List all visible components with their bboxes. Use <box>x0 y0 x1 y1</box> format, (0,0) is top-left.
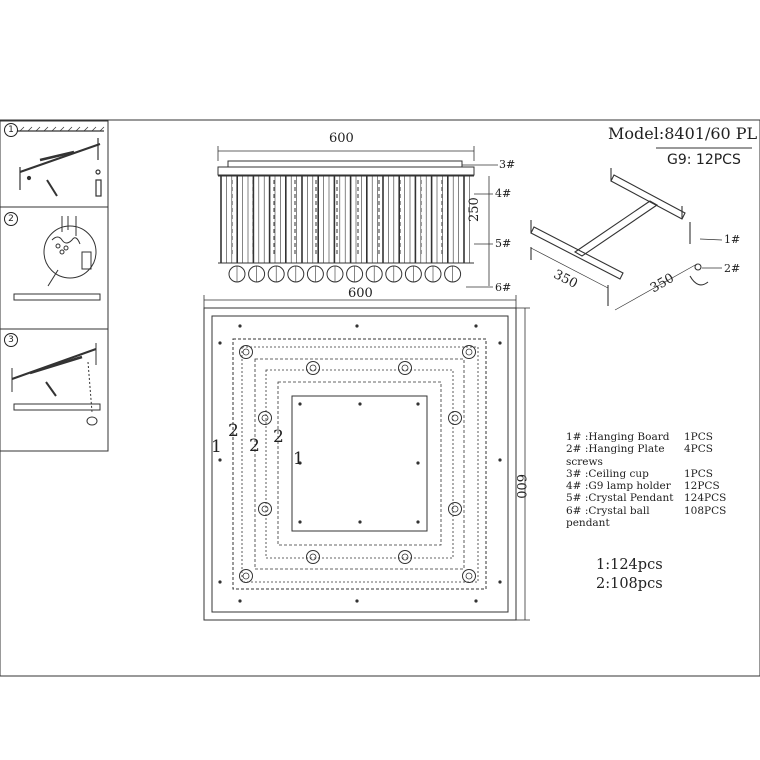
step-3-badge: 3 <box>4 333 18 347</box>
step-1-illustration <box>17 126 105 197</box>
front-elevation <box>217 160 475 283</box>
ring-label-2-b: 2 <box>249 436 260 456</box>
lamp-holder <box>448 411 462 425</box>
count-type-1: 1:124pcs <box>596 557 663 573</box>
plan-dimensions <box>203 295 530 621</box>
part-name: 2# :Hanging Plate screws <box>566 443 665 468</box>
part-qty: 12PCS <box>684 480 720 493</box>
mounting-hole <box>498 458 502 462</box>
part-qty: 4PCS <box>684 443 713 456</box>
front-dimensions <box>217 146 498 288</box>
mounting-hole <box>416 461 420 465</box>
part-name: 5# :Crystal Pendant <box>566 492 674 505</box>
step-3-illustration <box>11 343 101 426</box>
part-qty: 1PCS <box>684 467 713 480</box>
parts-row: 1# :Hanging Board 1PCS <box>566 431 744 443</box>
mounting-hole <box>298 520 302 524</box>
mounting-hole <box>298 461 302 465</box>
part-name: 6# :Crystal ball pendant <box>566 504 650 530</box>
mounting-hole <box>298 402 302 406</box>
mounting-hole <box>218 341 222 345</box>
mounting-hole <box>358 520 362 524</box>
front-height-label: 250 <box>467 197 482 222</box>
parts-row: 4# :G9 lamp holder 12PCS <box>566 480 744 492</box>
mounting-hole <box>238 599 242 603</box>
parts-row: 3# :Ceiling cup 1PCS <box>566 468 744 480</box>
parts-row: 2# :Hanging Plate screws 4PCS <box>566 443 744 468</box>
mounting-hole <box>355 599 359 603</box>
part-name: 3# :Ceiling cup <box>566 467 649 480</box>
part-qty: 1PCS <box>684 431 713 443</box>
mounting-hole <box>498 580 502 584</box>
mounting-hole <box>498 341 502 345</box>
part-qty: 124PCS <box>684 492 727 505</box>
step-2-badge: 2 <box>4 212 18 226</box>
lamp-holder <box>448 502 462 516</box>
mounting-hole <box>238 324 242 328</box>
mounting-hole <box>218 458 222 462</box>
count-type-2: 2:108pcs <box>596 576 663 592</box>
pendant-counts: 1:124pcs 2:108pcs <box>596 556 663 594</box>
plan-width-label: 600 <box>348 286 373 301</box>
callout-4: 4# <box>495 187 512 200</box>
lamp-holder <box>239 569 253 583</box>
lamp-holder <box>258 502 272 516</box>
model-title: Model:8401/60 PL <box>608 124 758 143</box>
callout-5: 5# <box>495 237 512 250</box>
mounting-hole <box>474 599 478 603</box>
ring-label-1-outer: 1 <box>211 437 222 457</box>
parts-list: 1# :Hanging Board 1PCS 2# :Hanging Plate … <box>566 431 744 529</box>
mounting-hole <box>416 520 420 524</box>
ring-label-1-inner: 1 <box>293 449 304 469</box>
step-1-badge: 1 <box>4 123 18 137</box>
mounting-hole <box>218 580 222 584</box>
callout-1: 1# <box>724 233 741 246</box>
bulb-spec: G9: 12PCS <box>667 152 741 168</box>
mounting-hole <box>358 402 362 406</box>
lamp-holder <box>462 345 476 359</box>
mounting-hole <box>474 324 478 328</box>
lamp-holder <box>398 361 412 375</box>
parts-row: 5# :Crystal Pendant 124PCS <box>566 492 744 504</box>
installation-steps-panel <box>0 120 109 452</box>
callout-2: 2# <box>724 262 741 275</box>
step-2-illustration <box>13 216 101 301</box>
mounting-hole <box>355 324 359 328</box>
plan-depth-label: 600 <box>513 474 528 499</box>
lamp-holder <box>462 569 476 583</box>
callout-6: 6# <box>495 281 512 294</box>
ring-label-2-a: 2 <box>228 421 239 441</box>
part-qty: 108PCS <box>684 504 727 517</box>
hanging-plate-isometric <box>530 168 723 311</box>
lamp-holder <box>306 550 320 564</box>
lamp-holder <box>258 411 272 425</box>
ring-label-2-c: 2 <box>273 427 284 447</box>
lamp-holder <box>306 361 320 375</box>
sheet-border <box>0 119 760 677</box>
parts-row: 6# :Crystal ball pendant 108PCS <box>566 505 744 530</box>
callout-3: 3# <box>499 158 516 171</box>
part-name: 4# :G9 lamp holder <box>566 480 671 493</box>
lamp-holder <box>239 345 253 359</box>
mounting-hole <box>416 402 420 406</box>
front-width-label: 600 <box>329 131 354 146</box>
lamp-holder <box>398 550 412 564</box>
plan-view <box>203 307 517 621</box>
part-name: 1# :Hanging Board <box>566 431 670 443</box>
